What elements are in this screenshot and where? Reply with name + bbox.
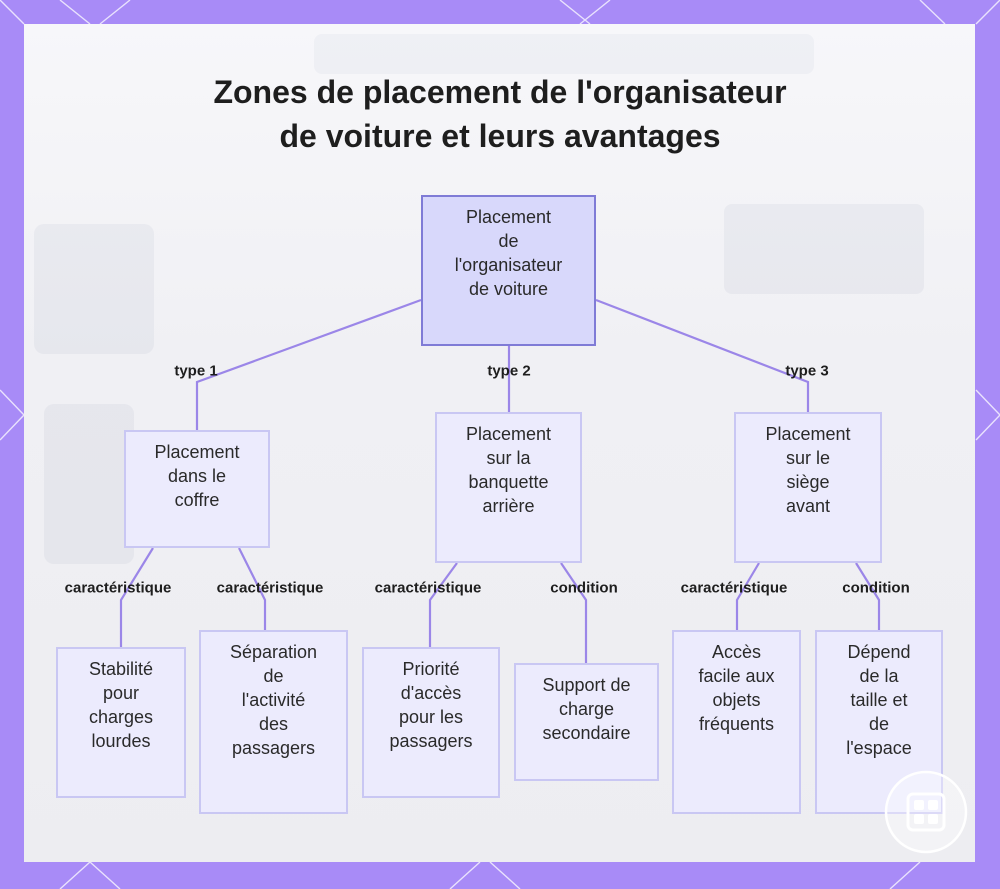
edge-front-access: [735, 562, 760, 630]
edge-label-type-2: type 2: [487, 362, 531, 380]
background-blur-shape: [314, 34, 814, 74]
background-blur-shape: [44, 404, 134, 564]
edge-label-characteristic: caractéristique: [216, 579, 324, 597]
edge-root-front: [595, 298, 810, 412]
edge-rear-support: [560, 562, 588, 663]
edge-label-characteristic: caractéristique: [374, 579, 482, 597]
watermark-logo-icon: [884, 770, 968, 854]
edge-label-type-1: type 1: [174, 362, 218, 380]
edge-label-condition: condition: [550, 579, 618, 597]
edge-front-depends: [855, 562, 881, 630]
edge-label-characteristic: caractéristique: [64, 579, 172, 597]
background-blur-shape: [34, 224, 154, 354]
edge-root-trunk: [195, 298, 422, 430]
edge-rear-priority: [428, 562, 458, 647]
edge-label-characteristic: caractéristique: [680, 579, 788, 597]
diagram-title: Zones de placement de l'organisateur de …: [213, 74, 787, 154]
edge-trunk-separation: [238, 547, 267, 630]
background-blur-shape: [724, 204, 924, 294]
edge-label-type-3: type 3: [785, 362, 829, 380]
edge-label-condition: condition: [842, 579, 910, 597]
edge-trunk-stability: [119, 547, 154, 647]
